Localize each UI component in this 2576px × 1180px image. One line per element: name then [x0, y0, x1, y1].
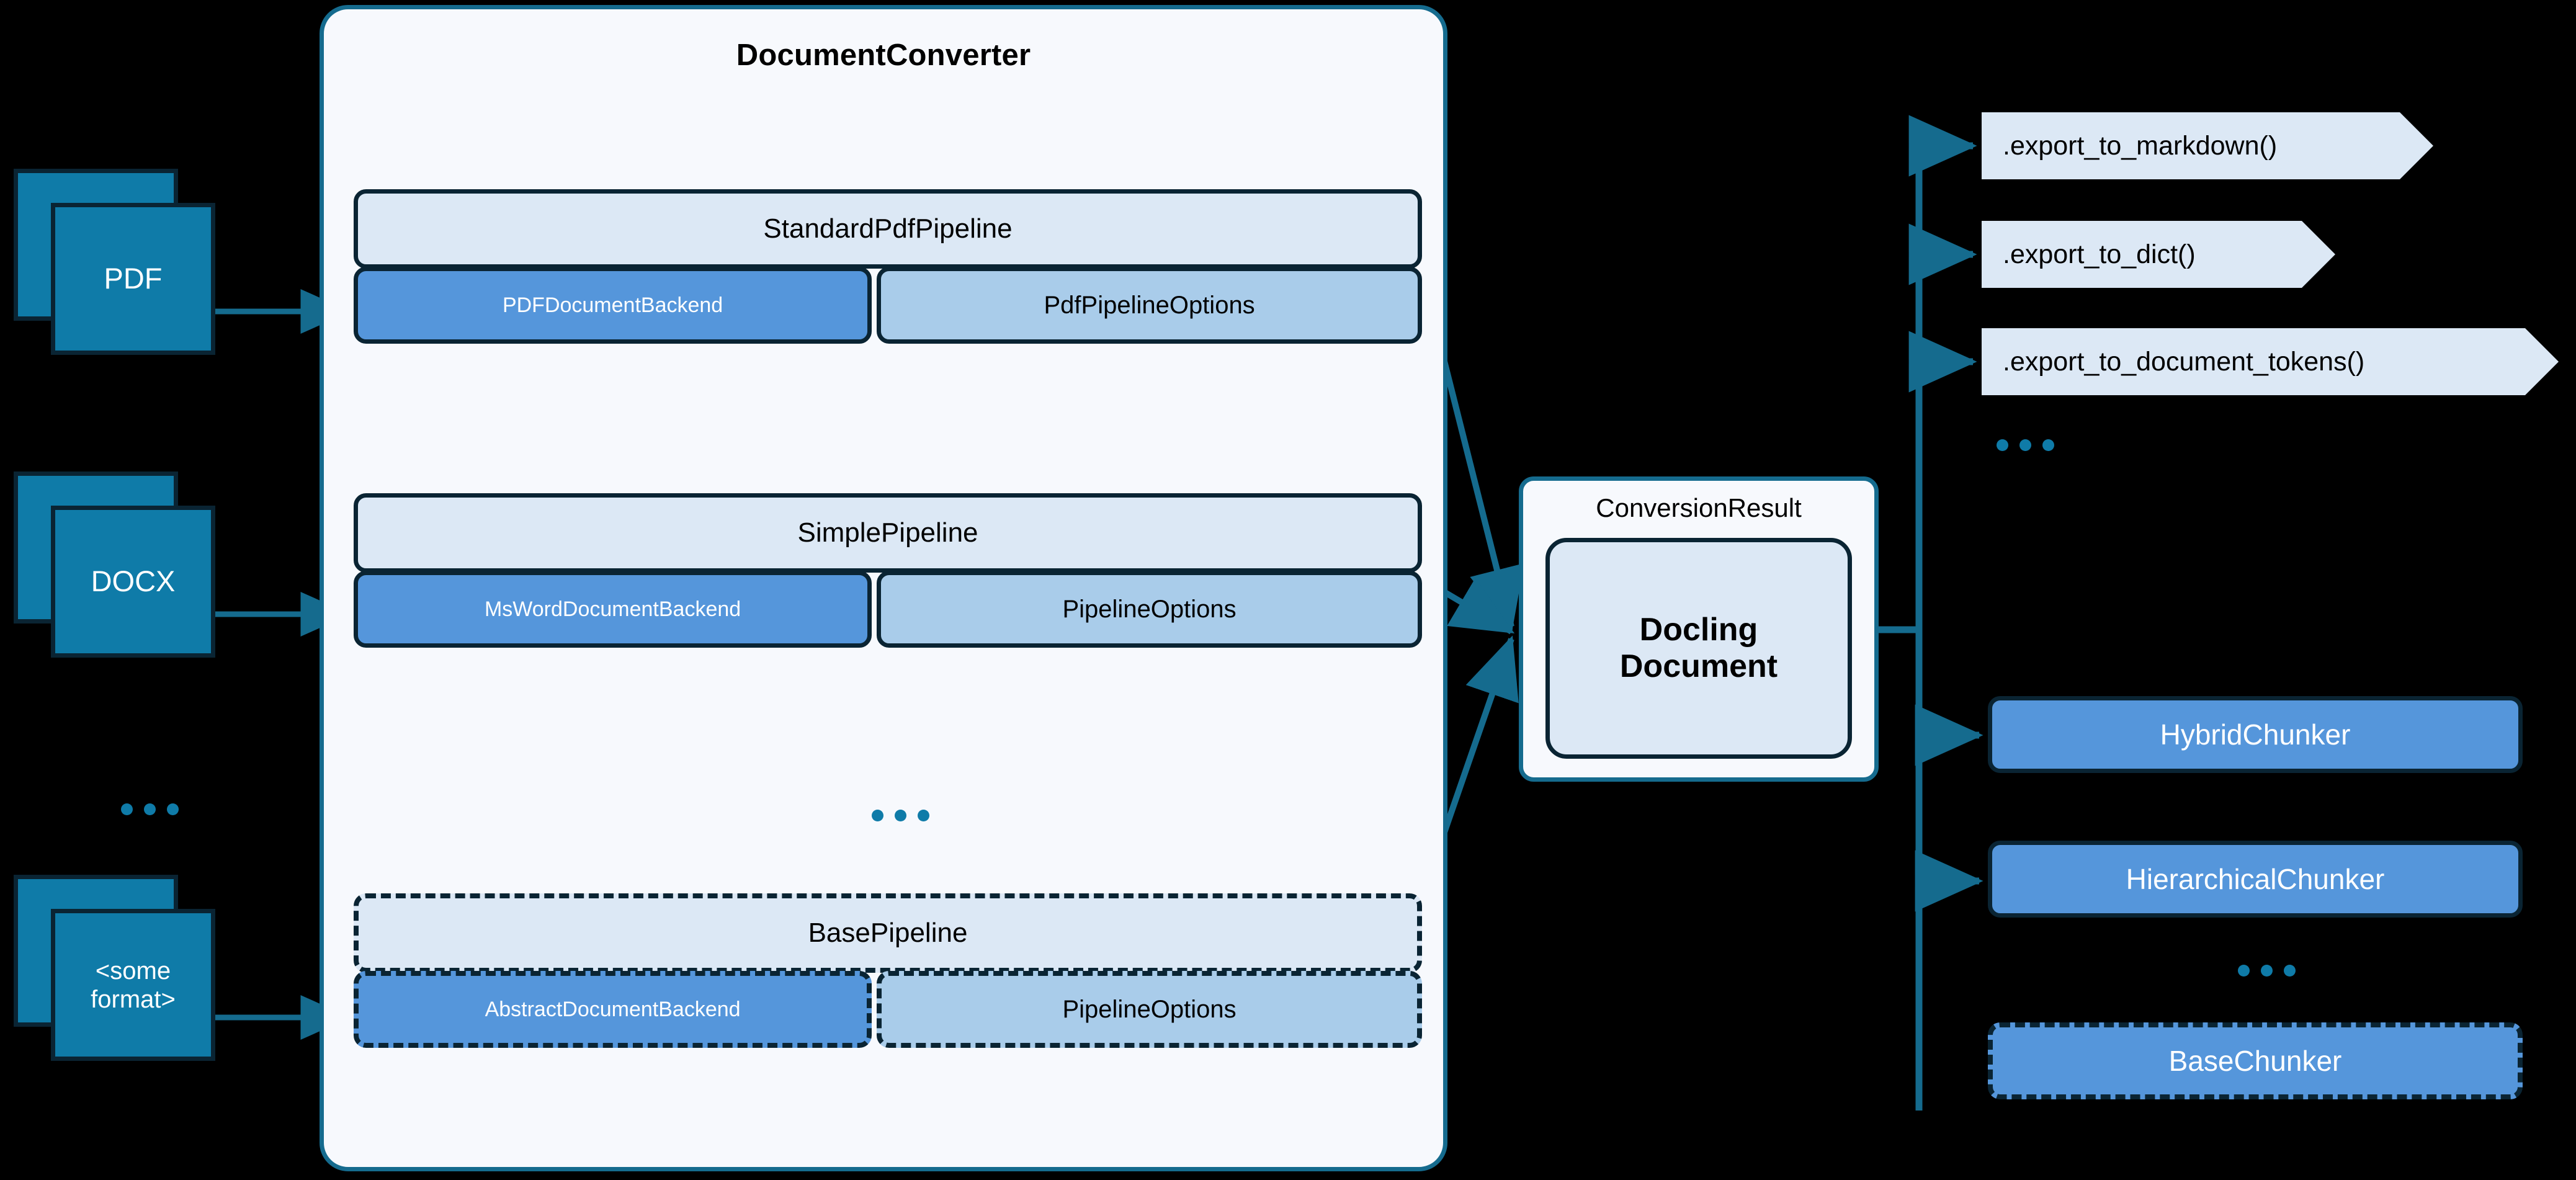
pipeline-options[interactable]: PipelineOptions — [877, 571, 1422, 648]
chunker-hierarchical[interactable]: HierarchicalChunker — [1988, 841, 2523, 918]
doc-front-sheet: DOCX — [51, 506, 215, 658]
pipeline-components: PDFDocumentBackend PdfPipelineOptions — [354, 267, 1422, 344]
dot — [2019, 439, 2031, 451]
pipeline-simple[interactable]: SimplePipeline MsWordDocumentBackend Pip… — [354, 493, 1422, 648]
pipeline-name[interactable]: BasePipeline — [354, 893, 1422, 973]
pipeline-options[interactable]: PipelineOptions — [877, 971, 1422, 1048]
pipeline-name[interactable]: SimplePipeline — [354, 493, 1422, 573]
dot — [1997, 439, 2008, 451]
pipeline-backend[interactable]: MsWordDocumentBackend — [354, 571, 872, 648]
docling-document-box[interactable]: Docling Document — [1545, 538, 1852, 759]
docling-document-label: Docling Document — [1619, 611, 1778, 684]
pipeline-name-label: BasePipeline — [808, 918, 968, 948]
pipeline-backend-label: MsWordDocumentBackend — [484, 597, 741, 621]
chunker-base[interactable]: BaseChunker — [1988, 1022, 2523, 1099]
chunker-label: BaseChunker — [2168, 1045, 2342, 1077]
input-doc-label: PDF — [104, 262, 163, 295]
export-label: .export_to_document_tokens() — [2003, 346, 2365, 377]
pipeline-options[interactable]: PdfPipelineOptions — [877, 267, 1422, 344]
conversion-result-box[interactable]: ConversionResult Docling Document — [1519, 476, 1879, 782]
pipeline-backend-label: PDFDocumentBackend — [502, 293, 723, 317]
dot — [872, 810, 883, 821]
document-converter-panel: DocumentConverter StandardPdfPipeline PD… — [320, 5, 1447, 1171]
result-to-outputs-arrows — [1879, 115, 1983, 1111]
dot — [895, 810, 906, 821]
pipeline-components: MsWordDocumentBackend PipelineOptions — [354, 571, 1422, 648]
input-doc-label: DOCX — [91, 565, 176, 598]
dot — [2261, 965, 2273, 977]
conversion-result-label: ConversionResult — [1596, 493, 1802, 522]
pipeline-standard-pdf[interactable]: StandardPdfPipeline PDFDocumentBackend P… — [354, 189, 1422, 344]
dot — [144, 803, 156, 815]
pipeline-name-label: SimplePipeline — [797, 517, 978, 548]
input-doc-pdf[interactable]: PDF — [14, 169, 215, 355]
chunker-hybrid[interactable]: HybridChunker — [1988, 696, 2523, 773]
pipeline-components: AbstractDocumentBackend PipelineOptions — [354, 971, 1422, 1048]
dot — [167, 803, 179, 815]
pipeline-options-label: PdfPipelineOptions — [1044, 291, 1255, 319]
dot — [918, 810, 929, 821]
dot — [121, 803, 133, 815]
export-to-document-tokens-chevron[interactable]: .export_to_document_tokens() — [1982, 328, 2559, 395]
input-doc-label: <some format> — [91, 957, 176, 1013]
pipeline-backend-label: AbstractDocumentBackend — [485, 997, 741, 1021]
input-ellipsis — [121, 803, 179, 815]
doc-front-sheet: PDF — [51, 203, 215, 355]
pipeline-options-label: PipelineOptions — [1062, 595, 1237, 623]
doc-front-sheet: <some format> — [51, 909, 215, 1061]
input-doc-some-format[interactable]: <some format> — [14, 875, 215, 1061]
export-label: .export_to_dict() — [2003, 239, 2196, 269]
dot — [2284, 965, 2296, 977]
dot — [2042, 439, 2054, 451]
dot — [2238, 965, 2250, 977]
chunkers-ellipsis — [2238, 965, 2296, 977]
pipeline-backend[interactable]: PDFDocumentBackend — [354, 267, 872, 344]
export-to-dict-chevron[interactable]: .export_to_dict() — [1982, 221, 2335, 288]
export-to-markdown-chevron[interactable]: .export_to_markdown() — [1982, 112, 2433, 179]
pipeline-backend[interactable]: AbstractDocumentBackend — [354, 971, 872, 1048]
exports-ellipsis — [1997, 439, 2054, 451]
input-doc-docx[interactable]: DOCX — [14, 472, 215, 658]
pipeline-name[interactable]: StandardPdfPipeline — [354, 189, 1422, 269]
chunker-label: HierarchicalChunker — [2126, 863, 2385, 895]
pipeline-base[interactable]: BasePipeline AbstractDocumentBackend Pip… — [354, 893, 1422, 1048]
page-title: DocumentConverter — [736, 38, 1031, 72]
pipeline-name-label: StandardPdfPipeline — [763, 213, 1013, 244]
export-label: .export_to_markdown() — [2003, 130, 2278, 161]
converter-ellipsis — [872, 810, 929, 821]
pipeline-options-label: PipelineOptions — [1062, 995, 1237, 1023]
chunker-label: HybridChunker — [2160, 718, 2351, 751]
